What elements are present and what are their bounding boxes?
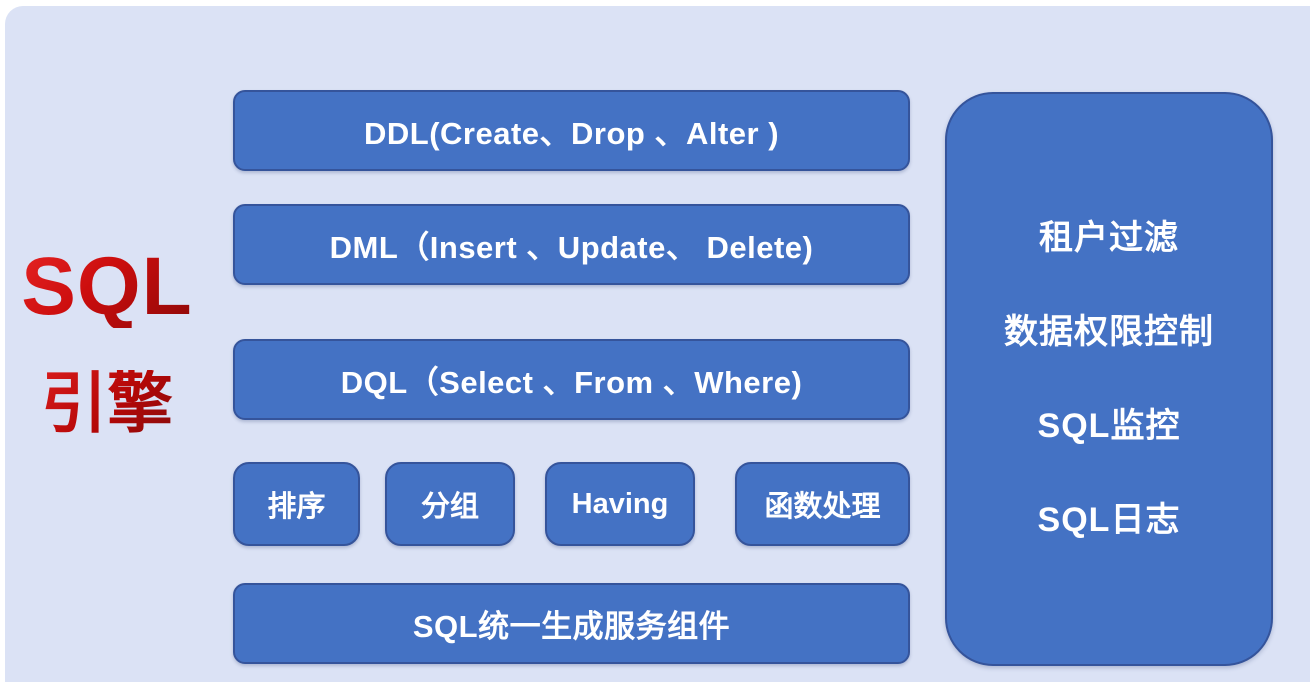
node-having: Having — [545, 462, 695, 546]
governance-item-data-permission-control: 数据权限控制 — [1004, 313, 1214, 351]
node-sort-label: 排序 — [267, 491, 326, 523]
node-dml-label: DML（Insert 、Update、 Delete) — [329, 230, 814, 265]
node-sql-generation-service: SQL统一生成服务组件 — [233, 583, 910, 664]
node-ddl: DDL(Create、Drop 、Alter ) — [233, 90, 910, 171]
governance-item-tenant-filter: 租户过滤 — [1039, 219, 1179, 257]
node-sql-generation-service-label: SQL统一生成服务组件 — [412, 609, 731, 644]
node-sort: 排序 — [233, 462, 360, 546]
node-dql: DQL（Select 、From 、Where) — [233, 339, 910, 420]
clause-row: 排序 分组 Having 函数处理 — [233, 462, 910, 546]
node-group: 分组 — [385, 462, 515, 546]
node-dql-label: DQL（Select 、From 、Where) — [340, 365, 803, 400]
diagram-title: SQL 引擎 — [17, 246, 197, 437]
node-ddl-label: DDL(Create、Drop 、Alter ) — [363, 116, 780, 151]
title-engine: 引擎 — [17, 370, 197, 436]
node-function-processing: 函数处理 — [735, 462, 910, 546]
diagram-canvas: SQL 引擎 DDL(Create、Drop 、Alter ) DML（Inse… — [5, 6, 1310, 682]
node-function-processing-label: 函数处理 — [764, 491, 881, 523]
title-sql: SQL — [17, 246, 197, 328]
node-having-label: Having — [571, 487, 669, 520]
node-group-label: 分组 — [420, 491, 479, 523]
governance-item-sql-monitoring: SQL监控 — [1037, 407, 1181, 445]
governance-item-sql-log: SQL日志 — [1037, 501, 1181, 539]
node-dml: DML（Insert 、Update、 Delete) — [233, 204, 910, 285]
node-governance-panel: 租户过滤 数据权限控制 SQL监控 SQL日志 — [945, 92, 1273, 666]
